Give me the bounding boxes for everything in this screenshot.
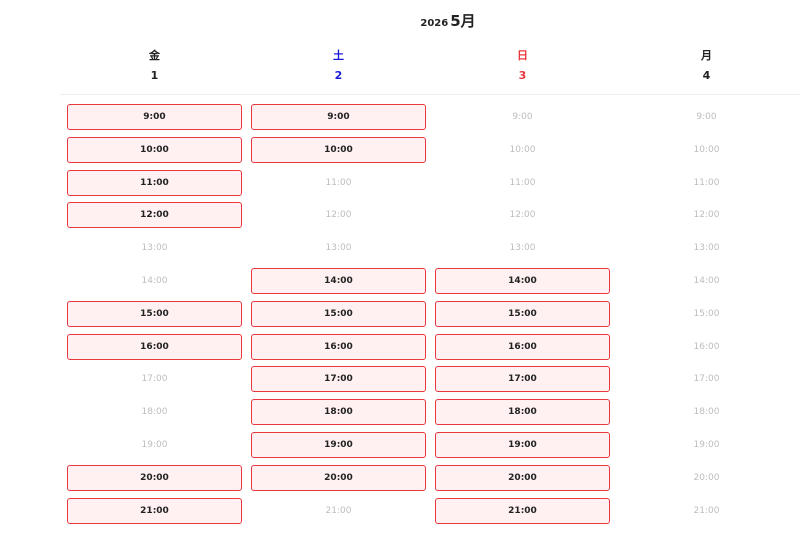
time-slot-unavailable: 11:00 [509, 178, 536, 188]
header-divider [60, 94, 800, 95]
time-slot-unavailable: 15:00 [693, 309, 720, 319]
time-slot-unavailable: 19:00 [141, 440, 168, 450]
time-slot-button[interactable]: 16:00 [435, 334, 610, 360]
calendar-month: 5月 [450, 12, 476, 30]
time-slot-unavailable: 14:00 [693, 276, 720, 286]
day-of-week-label: 日 [517, 49, 528, 62]
time-slot-button[interactable]: 21:00 [67, 498, 242, 524]
time-slot-button[interactable]: 12:00 [67, 202, 242, 228]
time-slot-button[interactable]: 21:00 [435, 498, 610, 524]
day-date-label: 4 [702, 69, 711, 82]
time-slot-unavailable: 14:00 [141, 276, 168, 286]
time-slot-unavailable: 20:00 [693, 473, 720, 483]
time-slot-unavailable: 12:00 [693, 210, 720, 220]
time-slot-button[interactable]: 10:00 [251, 137, 426, 163]
day-date-label: 1 [150, 69, 159, 82]
time-slot-button[interactable]: 19:00 [251, 432, 426, 458]
time-slot-button[interactable]: 20:00 [435, 465, 610, 491]
time-slot-button[interactable]: 20:00 [251, 465, 426, 491]
time-slot-unavailable: 13:00 [509, 243, 536, 253]
time-slot-button[interactable]: 14:00 [435, 268, 610, 294]
time-slot-button[interactable]: 10:00 [67, 137, 242, 163]
time-slot-button[interactable]: 9:00 [67, 104, 242, 130]
time-slot-button[interactable]: 18:00 [251, 399, 426, 425]
calendar-year: 2026 [420, 18, 449, 29]
time-slot-unavailable: 17:00 [141, 374, 168, 384]
time-slot-unavailable: 12:00 [325, 210, 352, 220]
time-slot-unavailable: 12:00 [509, 210, 536, 220]
time-slot-unavailable: 18:00 [141, 407, 168, 417]
time-slot-button[interactable]: 11:00 [67, 170, 242, 196]
day-of-week-label: 金 [149, 49, 160, 62]
time-slot-button[interactable]: 15:00 [67, 301, 242, 327]
day-of-week-label: 土 [333, 49, 344, 62]
time-slot-button[interactable]: 20:00 [67, 465, 242, 491]
day-of-week-label: 月 [701, 49, 712, 62]
time-slot-button[interactable]: 18:00 [435, 399, 610, 425]
time-slot-unavailable: 10:00 [693, 145, 720, 155]
time-slot-unavailable: 9:00 [512, 112, 533, 122]
time-slot-unavailable: 18:00 [693, 407, 720, 417]
time-slot-unavailable: 13:00 [325, 243, 352, 253]
time-slot-unavailable: 21:00 [693, 506, 720, 516]
time-slot-unavailable: 21:00 [325, 506, 352, 516]
time-slot-button[interactable]: 15:00 [251, 301, 426, 327]
time-slot-unavailable: 11:00 [693, 178, 720, 188]
time-slot-unavailable: 16:00 [693, 342, 720, 352]
time-slot-unavailable: 13:00 [141, 243, 168, 253]
time-slot-button[interactable]: 19:00 [435, 432, 610, 458]
day-date-label: 2 [334, 69, 343, 82]
time-slot-unavailable: 13:00 [693, 243, 720, 253]
time-slot-button[interactable]: 15:00 [435, 301, 610, 327]
time-slot-button[interactable]: 16:00 [251, 334, 426, 360]
time-slot-button[interactable]: 9:00 [251, 104, 426, 130]
time-slot-button[interactable]: 17:00 [251, 366, 426, 392]
time-slot-unavailable: 10:00 [509, 145, 536, 155]
time-slot-button[interactable]: 16:00 [67, 334, 242, 360]
time-slot-unavailable: 17:00 [693, 374, 720, 384]
time-slot-unavailable: 9:00 [696, 112, 717, 122]
day-date-label: 3 [518, 69, 527, 82]
time-slot-unavailable: 19:00 [693, 440, 720, 450]
time-slot-button[interactable]: 14:00 [251, 268, 426, 294]
time-slot-unavailable: 11:00 [325, 178, 352, 188]
time-slot-button[interactable]: 17:00 [435, 366, 610, 392]
